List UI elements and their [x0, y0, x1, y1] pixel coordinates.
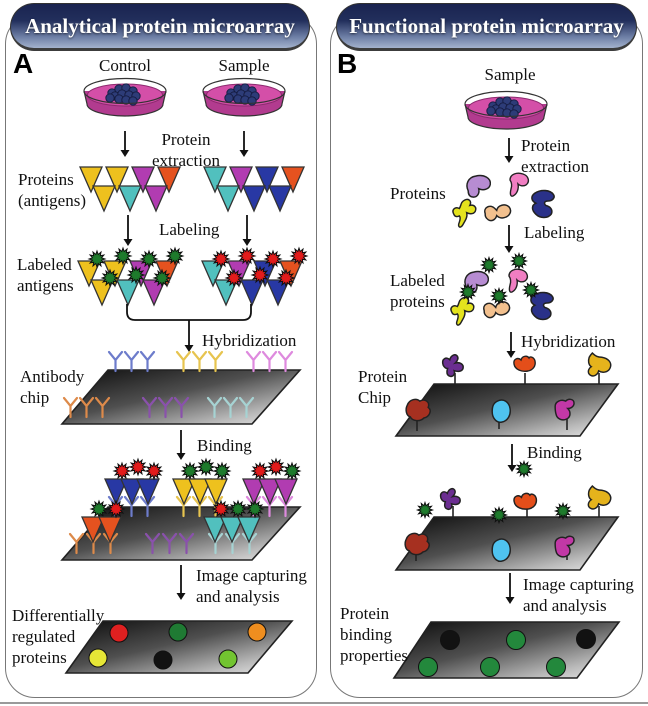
panel-b-letter: B [337, 48, 358, 79]
row-chip-a: Antibody chip [20, 367, 85, 407]
step-binding-b: Binding [527, 443, 582, 462]
sample-label-a: Sample [218, 56, 270, 75]
row-labeled-a: Labeled antigens [17, 255, 74, 295]
control-label: Control [99, 56, 151, 75]
row-labeled-b: Labeled proteins [390, 271, 445, 311]
step-extraction-b: Protein extraction [521, 136, 589, 176]
step-extraction-a: Protein extraction [152, 130, 220, 170]
step-hybridization-b: Hybridization [521, 332, 616, 351]
figure-bottom-rule [0, 702, 648, 704]
panel-a-letter: A [13, 48, 34, 79]
row-chip-b: Protein Chip [358, 367, 408, 407]
step-binding-a: Binding [197, 436, 252, 455]
banner-analytical: Analytical protein microarray [10, 3, 310, 51]
step-imaging-a: Image capturing and analysis [196, 566, 307, 606]
step-labeling-a: Labeling [159, 220, 220, 239]
banner-title-functional: Functional protein microarray [349, 13, 624, 38]
row-proteins-a: Proteins (antigens) [18, 170, 86, 210]
step-labeling-b: Labeling [524, 223, 585, 242]
row-result-b: Protein binding properties [340, 604, 408, 665]
banner-title-analytical: Analytical protein microarray [25, 13, 295, 38]
sample-label-b: Sample [484, 65, 536, 84]
step-imaging-b: Image capturing and analysis [523, 575, 634, 615]
row-result-a: Differentially regulated proteins [12, 606, 105, 667]
step-hybridization-a: Hybridization [202, 331, 297, 350]
banner-functional: Functional protein microarray [336, 3, 637, 51]
row-proteins-b: Proteins [390, 184, 446, 203]
